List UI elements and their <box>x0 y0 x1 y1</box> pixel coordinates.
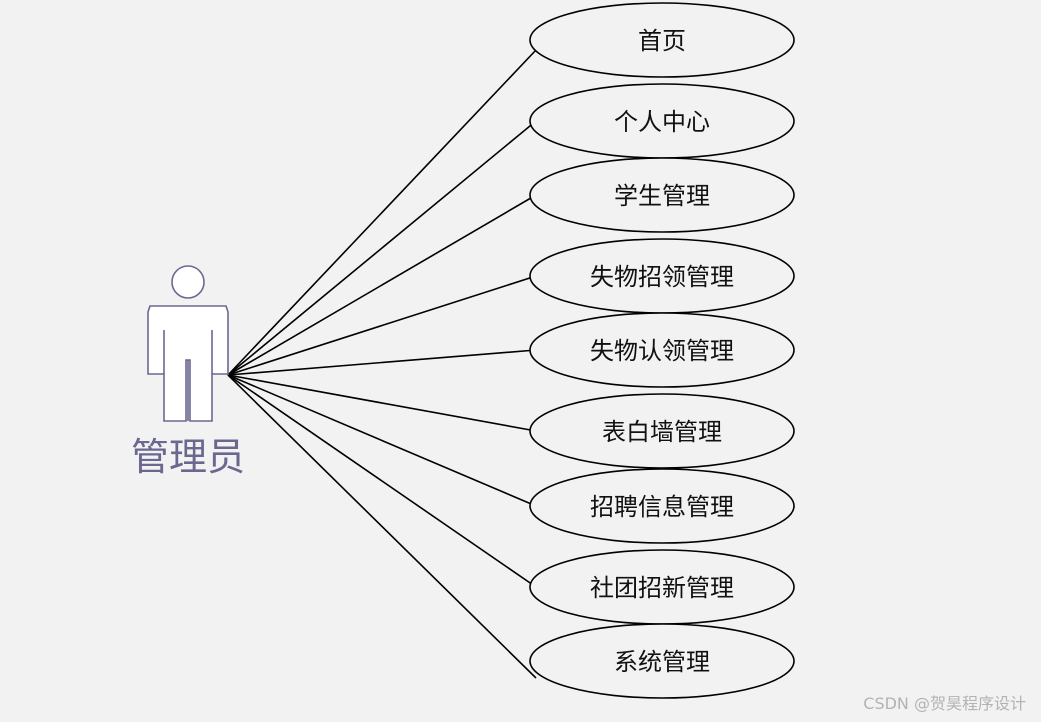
actor-label: 管理员 <box>131 435 245 479</box>
use-case: 社团招新管理 <box>529 549 795 625</box>
use-case-ellipse <box>529 468 795 544</box>
association-line <box>227 194 537 376</box>
use-case-label: 社团招新管理 <box>590 574 734 602</box>
association-line <box>227 275 537 376</box>
association-line <box>227 349 537 376</box>
association-lines <box>227 49 537 679</box>
use-case-ellipse <box>529 623 795 699</box>
use-case-label: 失物认领管理 <box>590 337 734 365</box>
use-cases: 首页个人中心学生管理失物招领管理失物认领管理表白墙管理招聘信息管理社团招新管理系… <box>529 2 795 699</box>
watermark: CSDN @贺昊程序设计 <box>863 694 1026 713</box>
actor-body <box>147 305 229 422</box>
use-case-label: 学生管理 <box>614 182 710 210</box>
use-case-ellipse <box>529 157 795 233</box>
use-case: 学生管理 <box>529 157 795 233</box>
association-line <box>227 374 537 507</box>
use-case: 首页 <box>529 2 795 78</box>
person-icon <box>147 265 229 422</box>
association-line <box>227 374 537 588</box>
association-line <box>227 374 537 432</box>
use-case: 个人中心 <box>529 83 795 159</box>
use-case-label: 系统管理 <box>614 648 710 676</box>
use-case-ellipse <box>529 2 795 78</box>
use-case-ellipse <box>529 393 795 469</box>
actor-admin: 管理员 <box>131 265 245 479</box>
use-case-label: 表白墙管理 <box>602 418 722 446</box>
use-case: 失物认领管理 <box>529 312 795 388</box>
use-case: 招聘信息管理 <box>529 468 795 544</box>
association-line <box>227 49 537 376</box>
use-case: 表白墙管理 <box>529 393 795 469</box>
use-case: 失物招领管理 <box>529 238 795 314</box>
use-case-ellipse <box>529 312 795 388</box>
association-line <box>227 374 537 679</box>
use-case-label: 招聘信息管理 <box>590 493 734 521</box>
use-case-label: 首页 <box>638 27 686 55</box>
use-case-label: 个人中心 <box>614 108 710 136</box>
use-case: 系统管理 <box>529 623 795 699</box>
actor-head <box>171 265 205 299</box>
association-line <box>227 120 537 376</box>
use-case-label: 失物招领管理 <box>590 263 734 291</box>
